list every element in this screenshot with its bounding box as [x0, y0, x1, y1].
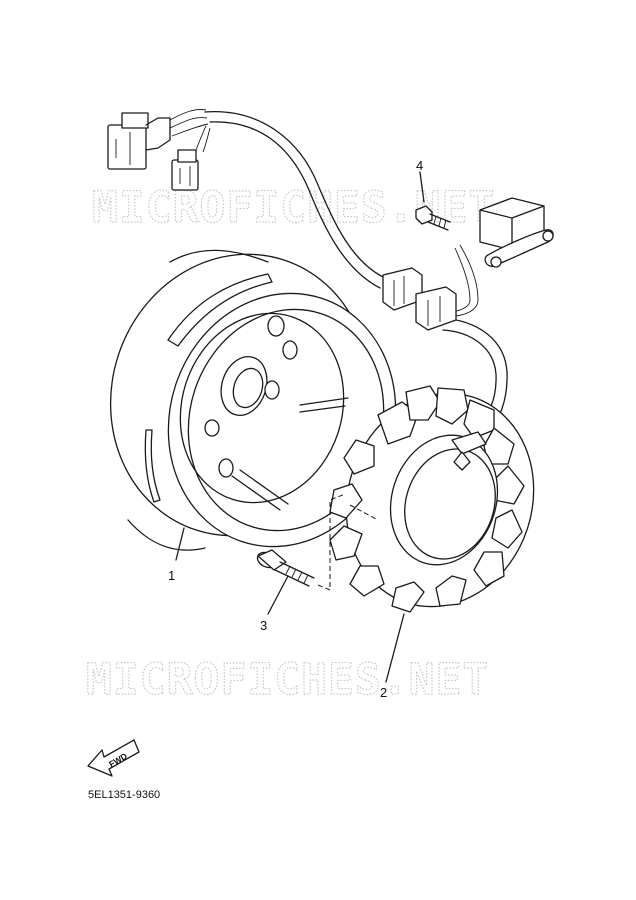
callout-1: 1: [168, 568, 175, 583]
alignment-line-stator: [349, 504, 379, 521]
wire-harness: [169, 109, 508, 441]
leader-line-1: [175, 527, 185, 561]
coupler-mid: [382, 267, 457, 331]
watermark-bottom: MICROFICHES.NET: [86, 655, 489, 705]
leader-line-4: [419, 171, 425, 203]
coupler-upper-left: [107, 112, 171, 170]
bolt-3: [256, 549, 315, 587]
flywheel-rotor: [109, 249, 397, 551]
leader-line-3: [267, 575, 289, 615]
stator-assembly: [329, 385, 535, 613]
pickup-coil: [479, 197, 554, 268]
callout-4: 4: [416, 158, 423, 173]
leader-line-2: [385, 613, 405, 683]
callout-2: 2: [380, 685, 387, 700]
callout-3: 3: [260, 618, 267, 633]
forward-direction-arrow: FWD: [87, 739, 140, 777]
coupler-upper-small: [171, 149, 199, 191]
watermark-top: MICROFICHES.NET: [92, 183, 495, 233]
diagram-code: 5EL1351-9360: [88, 789, 161, 801]
stator-poles: [329, 385, 525, 613]
bolt-4: [415, 205, 451, 231]
alignment-line-bolt3: [317, 493, 346, 591]
